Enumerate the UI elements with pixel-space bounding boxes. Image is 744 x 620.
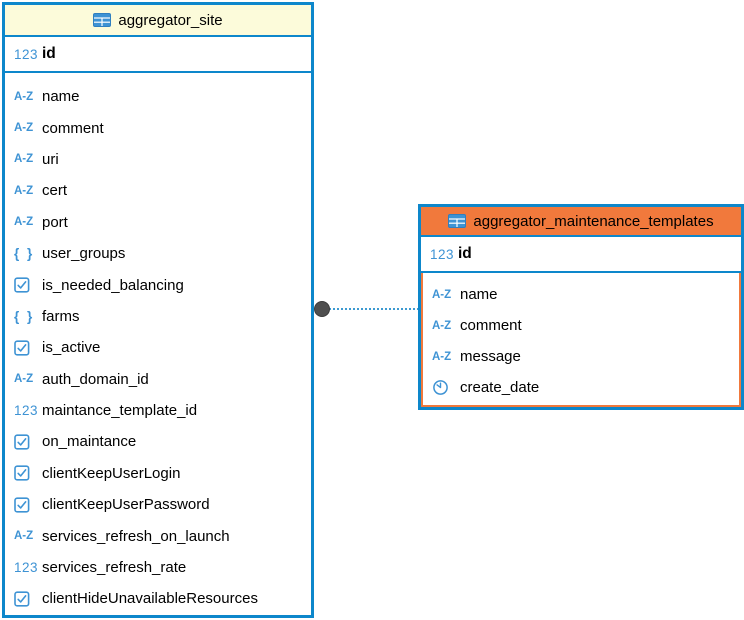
column-row[interactable]: A-Z services_refresh_on_launch	[5, 520, 311, 551]
datetime-type-icon	[432, 379, 458, 396]
column-name: user_groups	[42, 245, 126, 263]
boolean-type-icon	[14, 434, 40, 450]
column-row[interactable]: A-Z message	[421, 341, 741, 372]
column-name: uri	[42, 150, 59, 168]
number-type-icon: 123	[14, 403, 39, 419]
number-type-icon: 123	[14, 46, 39, 62]
json-type-icon: { }	[14, 246, 35, 262]
column-name: clientKeepUserLogin	[42, 464, 181, 482]
string-type-icon: A-Z	[14, 373, 34, 386]
entity-header[interactable]: aggregator_site	[5, 5, 311, 37]
column-name: maintance_template_id	[42, 402, 198, 420]
column-row[interactable]: 123 maintance_template_id	[5, 395, 311, 426]
column-row[interactable]: { } user_groups	[5, 238, 311, 269]
column-name: is_active	[42, 339, 101, 357]
boolean-type-icon	[14, 465, 40, 481]
column-name: create_date	[460, 379, 540, 396]
column-name: clientKeepUserPassword	[42, 496, 210, 514]
string-type-icon: A-Z	[14, 90, 34, 103]
primary-key-row[interactable]: 123 id	[5, 37, 311, 73]
column-row[interactable]: A-Z comment	[5, 112, 311, 143]
column-name: services_refresh_on_launch	[42, 527, 230, 545]
string-type-icon: A-Z	[432, 288, 452, 301]
column-row[interactable]: 123 services_refresh_rate	[5, 552, 311, 583]
entity-aggregator-site[interactable]: aggregator_site 123 id A-Z name A-Z comm…	[2, 2, 314, 618]
column-row[interactable]: A-Z auth_domain_id	[5, 364, 311, 395]
entity-header[interactable]: aggregator_maintenance_templates	[421, 207, 741, 237]
column-row[interactable]: create_date	[421, 372, 741, 403]
column-name: id	[42, 45, 56, 62]
column-row[interactable]: A-Z name	[5, 81, 311, 112]
string-type-icon: A-Z	[14, 216, 34, 229]
column-row[interactable]: is_needed_balancing	[5, 269, 311, 300]
number-type-icon: 123	[430, 246, 455, 262]
column-name: on_maintance	[42, 433, 137, 451]
column-row[interactable]: on_maintance	[5, 426, 311, 457]
string-type-icon: A-Z	[14, 530, 34, 543]
column-name: port	[42, 213, 68, 231]
boolean-type-icon	[14, 591, 40, 607]
string-type-icon: A-Z	[432, 319, 452, 332]
table-icon	[93, 13, 112, 27]
boolean-type-icon	[14, 497, 40, 513]
column-row[interactable]: A-Z comment	[421, 310, 741, 341]
column-name: name	[460, 286, 498, 303]
boolean-type-icon	[14, 340, 40, 356]
column-row[interactable]: clientKeepUserLogin	[5, 458, 311, 489]
string-type-icon: A-Z	[432, 350, 452, 363]
column-name: message	[460, 348, 521, 365]
column-name: comment	[42, 119, 104, 137]
string-type-icon: A-Z	[14, 122, 34, 135]
column-row[interactable]: clientHideUnavailableResources	[5, 583, 311, 614]
column-name: is_needed_balancing	[42, 276, 184, 294]
boolean-type-icon	[14, 277, 40, 293]
entity-title: aggregator_maintenance_templates	[473, 212, 714, 230]
column-list: A-Z name A-Z comment A-Z uri A-Z cert A-…	[5, 73, 311, 615]
string-type-icon: A-Z	[14, 153, 34, 166]
entity-title: aggregator_site	[118, 11, 223, 29]
column-name: id	[458, 245, 472, 262]
relationship-line[interactable]	[326, 308, 419, 310]
column-row[interactable]: A-Z port	[5, 207, 311, 238]
column-name: name	[42, 88, 80, 106]
relationship-anchor-dot[interactable]	[314, 301, 330, 317]
column-row[interactable]: is_active	[5, 332, 311, 363]
column-name: comment	[460, 317, 522, 334]
table-icon	[448, 214, 467, 228]
column-row[interactable]: { } farms	[5, 301, 311, 332]
column-name: clientHideUnavailableResources	[42, 590, 258, 608]
column-name: auth_domain_id	[42, 370, 149, 388]
column-list: A-Z name A-Z comment A-Z message create_…	[421, 273, 741, 407]
json-type-icon: { }	[14, 308, 35, 324]
column-name: farms	[42, 307, 80, 325]
column-row[interactable]: A-Z uri	[5, 144, 311, 175]
entity-aggregator-maintenance-templates[interactable]: aggregator_maintenance_templates 123 id …	[418, 204, 744, 410]
column-row[interactable]: A-Z name	[421, 279, 741, 310]
column-row[interactable]: clientKeepUserPassword	[5, 489, 311, 520]
column-name: services_refresh_rate	[42, 559, 187, 577]
column-row[interactable]: A-Z cert	[5, 175, 311, 206]
primary-key-row[interactable]: 123 id	[421, 237, 741, 273]
string-type-icon: A-Z	[14, 184, 34, 197]
number-type-icon: 123	[14, 560, 39, 576]
column-name: cert	[42, 182, 68, 200]
